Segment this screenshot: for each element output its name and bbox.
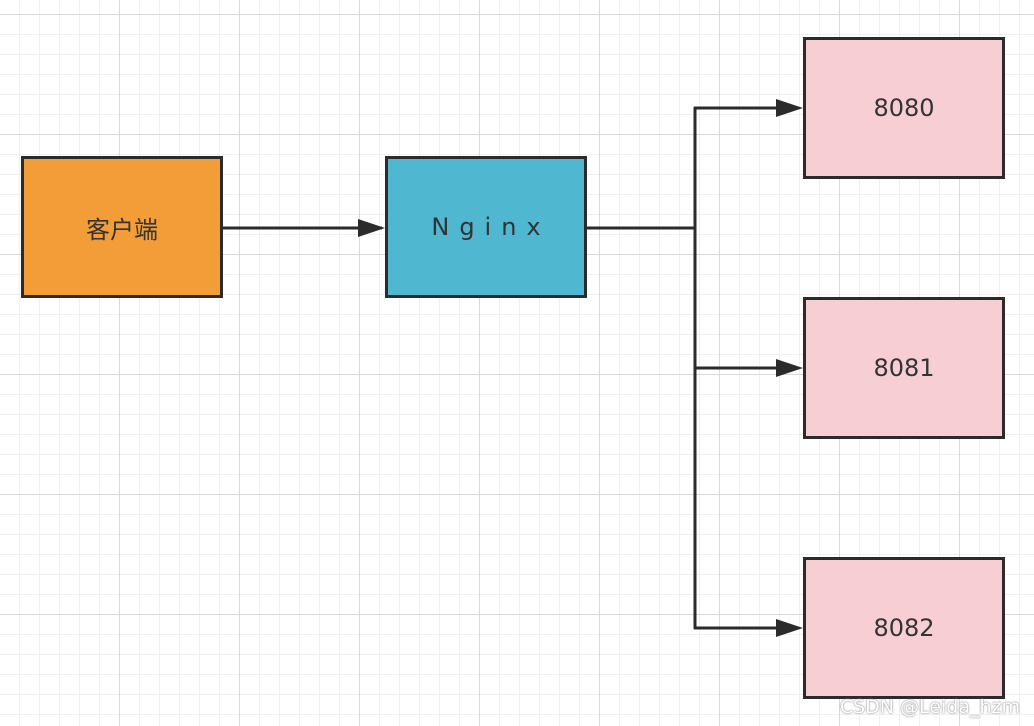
arrow-to-8080-head [776,99,803,117]
server-node-8081[interactable]: 8081 [803,297,1005,439]
client-node[interactable]: 客户端 [21,156,223,298]
server-node-8080-label: 8080 [873,94,935,122]
server-node-8082-label: 8082 [873,614,935,642]
arrow-to-8081-head [776,359,803,377]
nginx-node-label: Nginx [431,213,551,241]
nginx-node[interactable]: Nginx [385,156,587,298]
server-node-8082[interactable]: 8082 [803,557,1005,699]
server-node-8081-label: 8081 [873,354,935,382]
arrow-to-8082-head [776,619,803,637]
arrow-client-to-nginx-head [358,219,385,237]
watermark-text: CSDN @Leida_hzm [839,696,1020,718]
client-node-label: 客户端 [86,215,158,244]
server-node-8080[interactable]: 8080 [803,37,1005,179]
